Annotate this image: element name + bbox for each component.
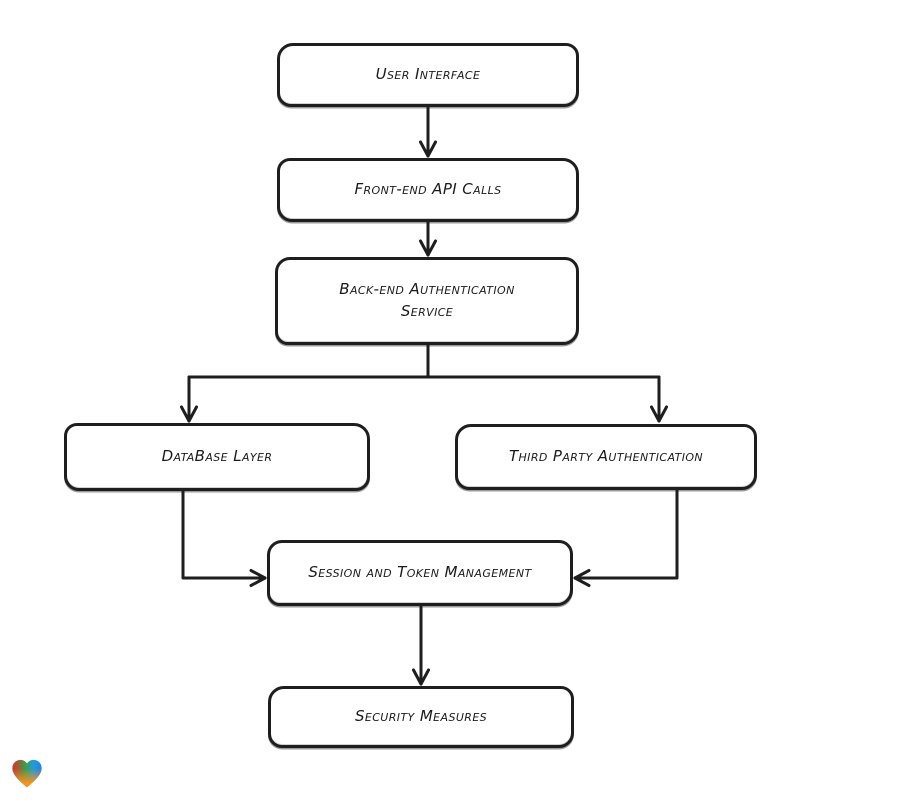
node-back-end-authentication-service[interactable]: Back-end Authentication Service	[275, 257, 579, 345]
node-front-end-api-calls[interactable]: Front-end API Calls	[277, 158, 579, 222]
node-security-measures-label: Security Measures	[354, 707, 488, 726]
node-database-layer[interactable]: DataBase Layer	[64, 423, 370, 491]
node-third-party-authentication[interactable]: Third Party Authentication	[455, 424, 757, 490]
node-user-interface[interactable]: User Interface	[277, 43, 579, 107]
node-user-interface-label: User Interface	[375, 65, 481, 84]
edge-thirdparty-to-session	[573, 488, 679, 587]
edge-database-to-session	[181, 489, 267, 587]
node-session-and-token-management-label: Session and Token Management	[308, 563, 532, 582]
node-security-measures[interactable]: Security Measures	[268, 686, 574, 748]
heart-logo[interactable]	[10, 757, 44, 789]
node-front-end-api-calls-label: Front-end API Calls	[354, 180, 502, 199]
node-third-party-authentication-label: Third Party Authentication	[508, 447, 704, 466]
node-back-end-authentication-service-label: Back-end Authentication Service	[339, 280, 515, 320]
node-database-layer-label: DataBase Layer	[161, 447, 273, 466]
heart-icon	[12, 759, 42, 788]
node-session-and-token-management[interactable]: Session and Token Management	[267, 540, 573, 606]
